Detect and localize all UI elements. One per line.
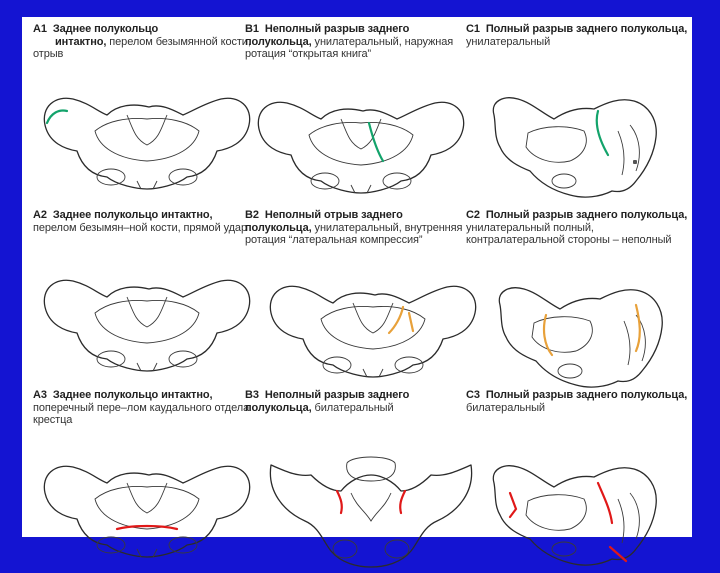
pelvis-figure-b2 (263, 273, 483, 393)
pelvis-figure-a1 (37, 85, 257, 205)
code-a3: A3 (33, 389, 47, 401)
code-c3: C3 (466, 389, 480, 401)
pelvis-drawing-a3 (37, 453, 257, 573)
figure-sheet: A1 Заднее полукольцо интактно, перелом б… (22, 17, 692, 537)
code-b2: B2 (245, 209, 259, 221)
cell-b1: B1 Неполный разрыв заднего полукольца, у… (245, 23, 465, 193)
cell-c3: C3 Полный разрыв заднего полукольца, бил… (466, 389, 686, 559)
code-a2: A2 (33, 209, 47, 221)
cell-c2: C2 Полный разрыв заднего полукольца, уни… (466, 209, 686, 379)
cell-b2: B2 Неполный отрыв заднего полукольца, ун… (245, 209, 465, 379)
code-c1: C1 (466, 23, 480, 35)
cell-a2: A2 Заднее полукольцо интактно, перелом б… (33, 209, 253, 379)
rest-c3: билатеральный (466, 402, 545, 414)
pelvis-figure-a3 (37, 453, 257, 573)
pelvis-figure-c3 (480, 453, 700, 573)
code-b3: B3 (245, 389, 259, 401)
caption-a3: A3 Заднее полукольцо интактно, поперечны… (33, 389, 255, 427)
pelvis-figure-c2 (486, 275, 706, 395)
cell-a3: A3 Заднее полукольцо интактно, поперечны… (33, 389, 253, 559)
caption-a1: A1 Заднее полукольцо интактно, перелом б… (33, 23, 255, 61)
caption-b3: B3 Неполный разрыв заднего полукольца, б… (245, 389, 467, 414)
pelvis-figure-b1 (251, 89, 471, 209)
title-c1: Полный разрыв заднего полукольца, (486, 23, 687, 35)
rest-a3: поперечный пере–лом каудального отдела к… (33, 402, 249, 427)
pelvis-drawing-c1 (480, 85, 700, 205)
pelvis-drawing-b3 (261, 451, 481, 571)
pelvis-drawing-b2 (263, 273, 483, 393)
caption-c3: C3 Полный разрыв заднего полукольца, бил… (466, 389, 688, 414)
rest-c2: унилатеральный полный, контралатеральной… (466, 222, 671, 247)
pelvis-figure-a2 (37, 267, 257, 387)
rest-a2: перелом безымян–ной кости, прямой удар (33, 222, 247, 234)
caption-b1: B1 Неполный разрыв заднего полукольца, у… (245, 23, 467, 61)
title-c2: Полный разрыв заднего полукольца, (486, 209, 687, 221)
pelvis-drawing-b1 (251, 89, 471, 209)
title-a1: Заднее полукольцо (53, 23, 158, 35)
cell-a1: A1 Заднее полукольцо интактно, перелом б… (33, 23, 253, 193)
cell-b3: B3 Неполный разрыв заднего полукольца, б… (245, 389, 465, 559)
rest-b3: билатеральный (315, 402, 394, 414)
caption-a2: A2 Заднее полукольцо интактно, перелом б… (33, 209, 255, 234)
caption-c2: C2 Полный разрыв заднего полукольца, уни… (466, 209, 688, 247)
caption-c1: C1 Полный разрыв заднего полукольца, уни… (466, 23, 688, 48)
title-a2: Заднее полукольцо интактно, (53, 209, 213, 221)
title-c3: Полный разрыв заднего полукольца, (486, 389, 687, 401)
pelvis-drawing-c2 (486, 275, 706, 395)
title-a3: Заднее полукольцо интактно, (53, 389, 213, 401)
code-a1: A1 (33, 23, 47, 35)
pelvis-figure-c1 (480, 85, 700, 205)
cell-c1: C1 Полный разрыв заднего полукольца, уни… (466, 23, 686, 193)
caption-b2: B2 Неполный отрыв заднего полукольца, ун… (245, 209, 467, 247)
code-c2: C2 (466, 209, 480, 221)
pelvis-drawing-a1 (37, 85, 257, 205)
code-b1: B1 (245, 23, 259, 35)
pelvis-drawing-c3 (480, 453, 700, 573)
print-speck (633, 160, 637, 164)
pelvis-drawing-a2 (37, 267, 257, 387)
pelvis-figure-b3 (261, 451, 481, 571)
title2-a1: интактно, (55, 36, 106, 48)
rest-c1: унилатеральный (466, 36, 550, 48)
